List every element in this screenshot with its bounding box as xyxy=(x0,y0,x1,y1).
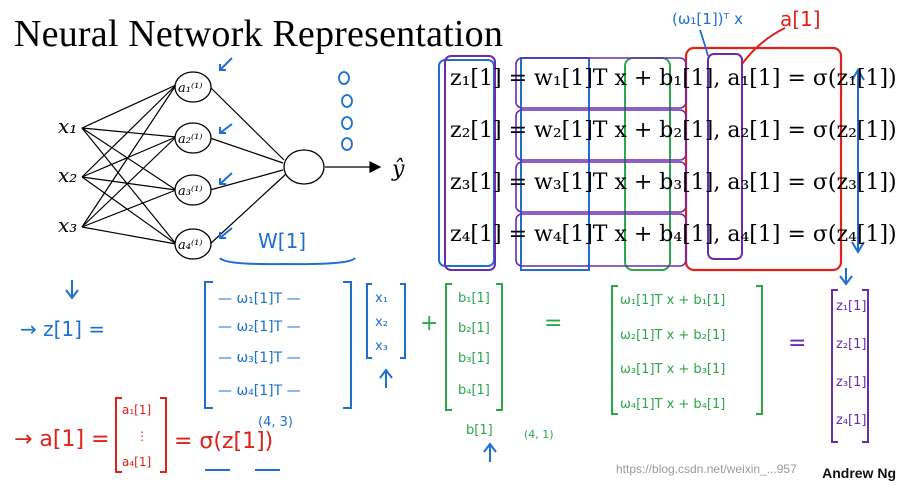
x-vector-brackets xyxy=(366,283,406,359)
hidden-label-1: a₁⁽¹⁾ xyxy=(178,81,203,96)
W-brace xyxy=(219,257,356,266)
W-row-2: — ω₂[1]T — xyxy=(218,319,301,335)
hidden-label-2: a₂⁽¹⁾ xyxy=(178,132,203,147)
z-vec-3: z₃[1] xyxy=(836,375,866,390)
sigma-z: = σ(z[1]) xyxy=(174,429,273,454)
input-x3: x₃ xyxy=(58,213,77,237)
equation-row-2: z₂[1] = w₂[1]T x + b₂[1], a₂[1] = σ(z₂[1… xyxy=(450,118,897,143)
watermark-url: https://blog.csdn.net/weixin_...957 xyxy=(616,462,797,476)
equals-sign-2: = xyxy=(788,331,806,356)
equals-sign-1: = xyxy=(544,311,562,336)
z-column-purple-box xyxy=(444,55,496,271)
sum-row-4: ω₄[1]T x + b₄[1] xyxy=(620,397,725,412)
b-vec-2: b₂[1] xyxy=(458,321,490,336)
plus-sign: + xyxy=(420,311,438,336)
sum-row-1: ω₁[1]T x + b₁[1] xyxy=(620,293,725,308)
x-vec-2: x₂ xyxy=(375,315,388,330)
equation-row-3: z₃[1] = w₃[1]T x + b₃[1], a₃[1] = σ(z₃[1… xyxy=(450,170,897,195)
hidden-node-4 xyxy=(174,228,212,260)
b-vec-1: b₁[1] xyxy=(458,291,490,306)
x-vec-1: x₁ xyxy=(375,291,388,306)
W-row-4: — ω₄[1]T — xyxy=(218,383,301,399)
z-vec-1: z₁[1] xyxy=(836,299,866,314)
b-up-arrow xyxy=(483,442,497,462)
note-blue-arrow xyxy=(699,29,709,57)
b-vec-3: b₃[1] xyxy=(458,351,490,366)
z-label: → z[1] = xyxy=(20,317,105,341)
a-vec-1: a₁[1] xyxy=(122,403,151,417)
a-column-box xyxy=(707,53,743,260)
a-vec-dots: ⋮ xyxy=(136,429,148,443)
hidden-node-1 xyxy=(174,71,212,103)
a-label: → a[1] = xyxy=(14,427,110,452)
network-edges xyxy=(81,84,382,245)
hidden-label-3: a₃⁽¹⁾ xyxy=(178,184,203,199)
input-x2: x₂ xyxy=(58,163,77,187)
z-down-arrow xyxy=(65,280,79,300)
note-omega-x: (ω₁[1])ᵀ x xyxy=(672,10,743,28)
W-shape: (4, 3) xyxy=(258,415,293,430)
vertical-arrow-mark xyxy=(851,68,865,254)
W-matrix-brackets xyxy=(204,281,352,409)
activation-box xyxy=(684,46,843,272)
b-vector-brackets xyxy=(445,283,503,411)
hidden-label-4: a₄⁽¹⁾ xyxy=(178,238,203,253)
slide-title: Neural Network Representation xyxy=(14,13,504,55)
output-node xyxy=(283,149,325,185)
input-x1: x₁ xyxy=(58,114,77,138)
node-arrow-marks xyxy=(219,57,233,239)
z-vector-arrow xyxy=(839,268,853,286)
a-vec-4: a₄[1] xyxy=(122,455,151,469)
z-vec-4: z₄[1] xyxy=(836,413,866,428)
note-a1: a[1] xyxy=(780,7,821,31)
x-up-arrow xyxy=(379,368,393,388)
a-vector-brackets xyxy=(115,397,167,473)
z-vec-2: z₂[1] xyxy=(836,337,866,352)
x-vec-3: x₃ xyxy=(375,339,388,354)
hidden-node-2 xyxy=(174,122,212,154)
sum-vector-brackets xyxy=(611,285,763,415)
b-shape: (4, 1) xyxy=(524,428,554,441)
W-row-3: — ω₃[1]T — xyxy=(218,350,301,366)
hidden-node-3 xyxy=(174,174,212,206)
equation-row-1: z₁[1] = w₁[1]T x + b₁[1], a₁[1] = σ(z₁[1… xyxy=(450,66,897,91)
row-outline-marks xyxy=(515,57,687,267)
z-vector-brackets xyxy=(831,289,869,443)
output-label: ŷ xyxy=(391,157,405,182)
W-label: W[1] xyxy=(258,229,306,253)
author-name: Andrew Ng xyxy=(822,465,896,481)
blue-circles-marks xyxy=(338,71,353,151)
W-row-1: — ω₁[1]T — xyxy=(218,291,301,307)
note-red-arrow xyxy=(741,27,786,65)
b-label: b[1] xyxy=(466,423,493,438)
sum-row-2: ω₂[1]T x + b₂[1] xyxy=(620,328,725,343)
sum-row-3: ω₃[1]T x + b₃[1] xyxy=(620,362,725,377)
equation-row-4: z₄[1] = w₄[1]T x + b₄[1], a₄[1] = σ(z₄[1… xyxy=(450,222,897,247)
b-vec-4: b₄[1] xyxy=(458,383,490,398)
